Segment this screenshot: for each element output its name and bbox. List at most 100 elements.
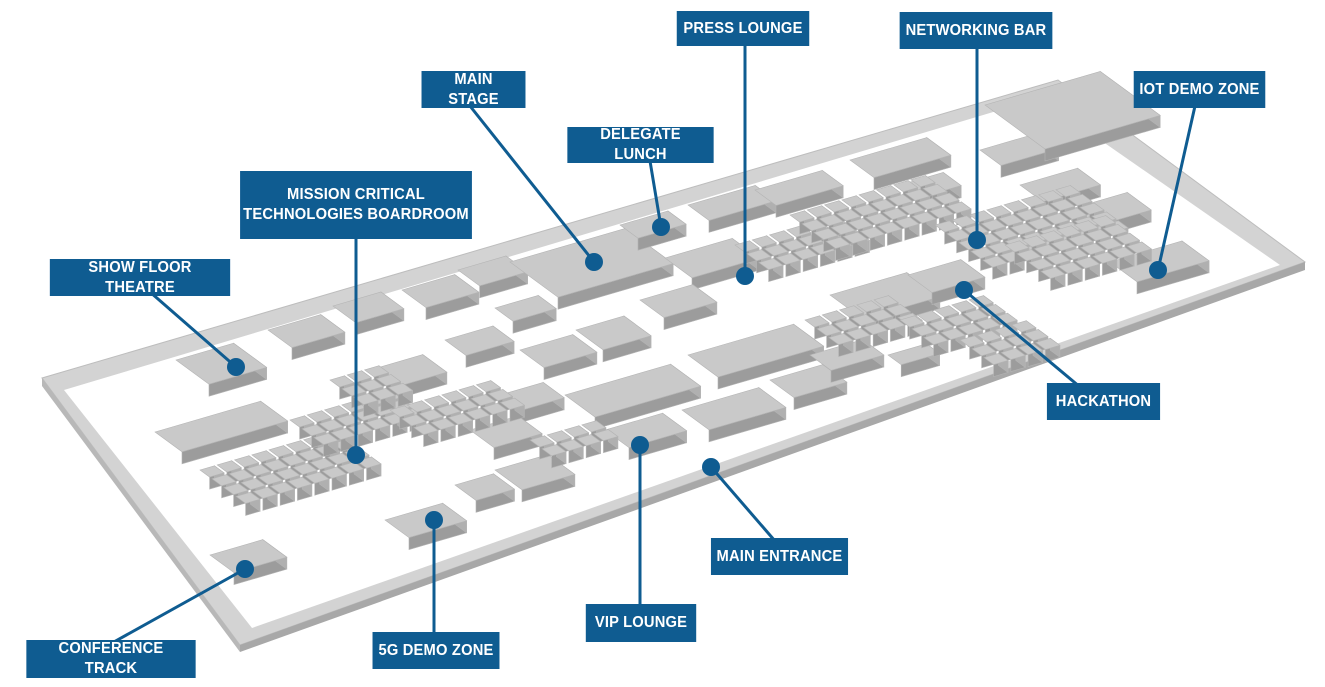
label-mission-critical[interactable]: MISSION CRITICAL TECHNOLOGIES BOARDROOM xyxy=(240,171,472,239)
booth-block xyxy=(287,476,313,489)
booth-block xyxy=(993,325,1020,338)
label-networking-bar[interactable]: NETWORKING BAR xyxy=(899,12,1053,49)
pin-5g-demo-zone[interactable] xyxy=(425,511,443,529)
booth-block xyxy=(1028,258,1054,270)
pin-vip-lounge[interactable] xyxy=(631,436,649,454)
booth-block xyxy=(992,312,1018,325)
booth-block xyxy=(453,399,479,412)
pin-mission-critical[interactable] xyxy=(347,446,365,464)
label-press-lounge[interactable]: PRESS LOUNGE xyxy=(676,11,810,46)
label-vip-lounge[interactable]: VIP LOUNGE xyxy=(585,604,697,642)
booth-block xyxy=(304,471,330,484)
booth-block xyxy=(957,322,984,335)
booth-block xyxy=(982,255,1008,268)
booth-block xyxy=(907,259,986,293)
label-5g-demo-zone[interactable]: 5G DEMO ZONE xyxy=(372,632,500,669)
label-main-stage[interactable]: MAIN STAGE xyxy=(421,71,526,108)
label-delegate-lunch[interactable]: DELEGATE LUNCH xyxy=(567,126,714,163)
booth-block xyxy=(893,180,919,193)
booth-block xyxy=(754,170,844,206)
booth-block xyxy=(970,246,996,259)
booth-block xyxy=(992,227,1019,240)
booth-block xyxy=(575,434,602,447)
booth-block xyxy=(971,344,997,357)
booth-block xyxy=(875,185,902,198)
booth-block xyxy=(865,212,891,225)
booth-block xyxy=(775,253,801,265)
booth-block xyxy=(306,410,332,423)
booth-block xyxy=(911,211,938,224)
booth-block xyxy=(313,433,339,445)
booth-block xyxy=(1027,217,1053,230)
booth-block xyxy=(1023,329,1049,342)
booth-block xyxy=(758,258,784,270)
booth-block xyxy=(292,462,318,475)
booth-block xyxy=(251,450,277,463)
booth-block xyxy=(1092,251,1118,264)
booth-block xyxy=(353,393,379,405)
booth-block xyxy=(444,325,515,356)
booth-block xyxy=(980,304,1006,317)
label-show-floor-theatre[interactable]: SHOW FLOOR THEATRE xyxy=(49,259,231,296)
booth-block xyxy=(917,197,943,210)
booth-block xyxy=(998,214,1024,227)
booth-block xyxy=(862,322,889,335)
pin-press-lounge[interactable] xyxy=(736,267,754,285)
pin-conference-track[interactable] xyxy=(236,560,254,578)
booth-block xyxy=(1004,240,1030,253)
booth-block xyxy=(363,365,390,378)
booth-block xyxy=(1102,224,1129,236)
booth-block xyxy=(789,210,815,223)
booth-block xyxy=(833,319,859,332)
booth-block xyxy=(976,330,1002,343)
booth-block xyxy=(401,414,427,427)
booth-block xyxy=(849,137,952,178)
label-main-entrance[interactable]: MAIN ENTRANCE xyxy=(710,538,849,575)
booth-block xyxy=(870,199,896,212)
booth-block xyxy=(341,384,367,397)
booth-block xyxy=(1080,242,1106,255)
booth-block xyxy=(751,235,777,248)
booth-block xyxy=(980,219,1007,232)
pin-hackathon[interactable] xyxy=(955,281,973,299)
booth-block xyxy=(358,379,384,392)
booth-block xyxy=(984,71,1161,150)
booth-block xyxy=(389,405,415,418)
booth-block xyxy=(375,374,402,387)
booth-block xyxy=(1020,195,1047,208)
pin-main-entrance[interactable] xyxy=(702,458,720,476)
label-iot-demo-zone[interactable]: IOT DEMO ZONE xyxy=(1133,71,1266,108)
pin-delegate-lunch[interactable] xyxy=(652,218,670,236)
booth-block xyxy=(1073,220,1099,233)
booth-block xyxy=(494,295,557,322)
booth-block xyxy=(804,315,830,328)
pin-networking-bar[interactable] xyxy=(968,231,986,249)
booth-block xyxy=(1016,249,1042,262)
booth-block xyxy=(332,291,405,324)
booth-block xyxy=(365,417,391,430)
booth-block xyxy=(1033,244,1059,257)
label-conference-track[interactable]: CONFERENCE TRACK xyxy=(26,640,196,678)
pin-iot-demo-zone[interactable] xyxy=(1149,261,1167,279)
booth-block xyxy=(823,200,850,213)
booth-block xyxy=(1067,193,1093,206)
booth-block xyxy=(801,219,827,232)
booth-block xyxy=(768,230,795,243)
booth-block xyxy=(541,444,567,457)
booth-block xyxy=(818,214,844,227)
pin-main-stage[interactable] xyxy=(585,253,603,271)
booth-block xyxy=(223,483,249,495)
booth-block xyxy=(853,204,879,217)
booth-block xyxy=(934,192,960,205)
booth-block xyxy=(850,314,877,327)
label-hackathon[interactable]: HACKATHON xyxy=(1046,383,1161,420)
pin-show-floor-theatre[interactable] xyxy=(227,358,245,376)
booth-block xyxy=(905,189,931,201)
booth-block xyxy=(482,402,508,415)
booth-block xyxy=(830,223,856,235)
booth-block xyxy=(842,231,868,244)
booth-block xyxy=(959,335,985,348)
booth-block xyxy=(899,202,926,215)
booth-block xyxy=(1074,256,1101,269)
booth-block xyxy=(1010,222,1036,235)
